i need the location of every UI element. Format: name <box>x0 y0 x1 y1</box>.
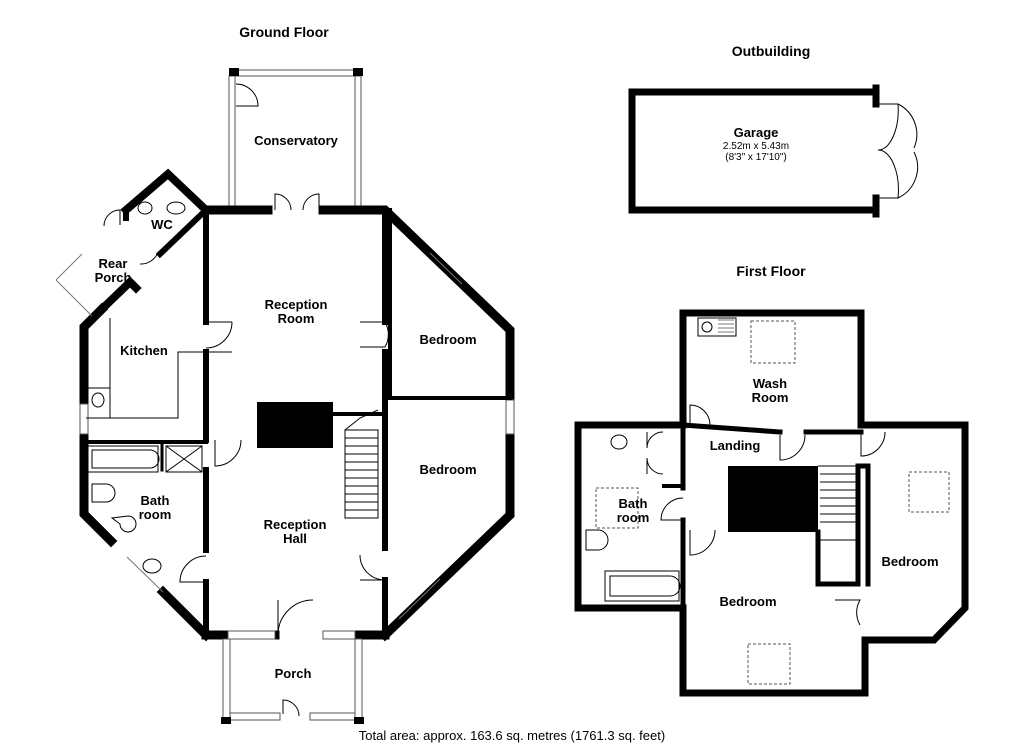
porch <box>221 638 364 724</box>
window <box>79 403 89 435</box>
room-label-reception-room-line1: Reception <box>265 297 328 312</box>
room-label-bedroom-ff-1: Bedroom <box>881 554 938 569</box>
room-label-reception-room-line2: Room <box>278 311 315 326</box>
garage-metric: 2.52m x 5.43m <box>723 141 789 152</box>
room-label-rear-porch-line2: Porch <box>95 270 132 285</box>
outbuilding-title: Outbuilding <box>732 43 811 59</box>
room-label-bedroom-gf-1: Bedroom <box>419 332 476 347</box>
room-label-bathroom-gf-line1: Bath <box>141 493 170 508</box>
window <box>322 630 356 640</box>
garage-imperial: (8'3" x 17'10") <box>725 152 787 163</box>
room-label-bathroom-gf-line2: room <box>139 507 172 522</box>
room-label-bedroom-gf-2: Bedroom <box>419 462 476 477</box>
room-label-bedroom-ff-2: Bedroom <box>719 594 776 609</box>
first-floor-title: First Floor <box>736 263 806 279</box>
room-label-bathroom-ff-line2: room <box>617 510 650 525</box>
window <box>227 630 276 640</box>
room-label-wc: WC <box>151 217 173 232</box>
garage-label: Garage <box>734 125 779 140</box>
room-label-landing: Landing <box>710 438 761 453</box>
room-label-kitchen: Kitchen <box>120 343 168 358</box>
room-label-rear-porch-line1: Rear <box>99 256 128 271</box>
room-label-conservatory: Conservatory <box>254 133 339 148</box>
room-label-wash-room-line1: Wash <box>753 376 787 391</box>
room-label-porch: Porch <box>275 666 312 681</box>
room-label-reception-hall-line1: Reception <box>264 517 327 532</box>
outbuilding-plan <box>628 84 919 218</box>
window <box>505 399 515 435</box>
ground-floor-plan <box>55 68 515 724</box>
room-label-bathroom-ff-line1: Bath <box>619 496 648 511</box>
ground-floor-title: Ground Floor <box>239 24 329 40</box>
room-label-reception-hall-line2: Hall <box>283 531 307 546</box>
first-floor-plan <box>574 309 969 697</box>
room-label-wash-room-line2: Room <box>752 390 789 405</box>
total-area-footer: Total area: approx. 163.6 sq. metres (17… <box>359 728 665 743</box>
